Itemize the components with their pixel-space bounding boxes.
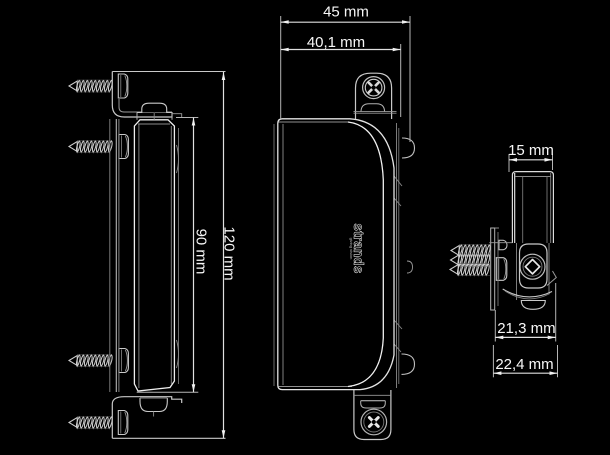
svg-text:90 mm: 90 mm — [193, 229, 210, 275]
svg-text:22,4 mm: 22,4 mm — [495, 356, 553, 373]
svg-text:strands: strands — [351, 223, 366, 273]
svg-text:40,1 mm: 40,1 mm — [307, 34, 365, 51]
svg-text:120 mm: 120 mm — [221, 226, 238, 280]
svg-text:21,3 mm: 21,3 mm — [497, 320, 555, 337]
svg-text:45 mm: 45 mm — [323, 4, 369, 21]
svg-text:15 mm: 15 mm — [508, 142, 554, 159]
svg-text:giving vision: giving vision — [349, 238, 354, 260]
